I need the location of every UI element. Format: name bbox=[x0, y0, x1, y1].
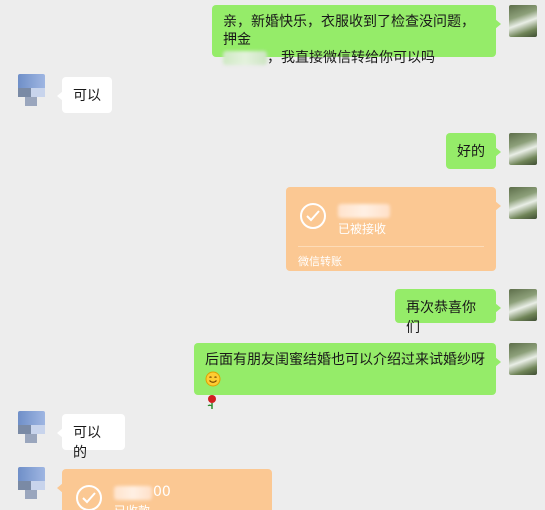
message-text: 再次恭喜你们 bbox=[406, 300, 476, 336]
message-bubble-received[interactable]: 可以的 bbox=[57, 414, 125, 461]
my-avatar[interactable] bbox=[509, 133, 537, 165]
contact-avatar[interactable] bbox=[17, 73, 45, 106]
redacted-amount bbox=[338, 204, 390, 218]
transfer-status: 已被接收 bbox=[338, 222, 387, 236]
message-text: 好的 bbox=[457, 144, 485, 160]
check-circle-icon bbox=[300, 203, 326, 229]
message-text: 后面有朋友闺蜜结婚也可以介绍过来试婚纱呀 bbox=[205, 352, 485, 368]
rose-emoji-icon bbox=[205, 394, 219, 416]
redacted-amount bbox=[223, 51, 267, 65]
message-bubble-sent[interactable]: 好的 bbox=[446, 133, 501, 169]
smile-emoji-icon bbox=[205, 371, 221, 393]
transfer-footer: 微信转账 bbox=[298, 255, 342, 268]
message-text: ，我直接微信转给你可以吗 bbox=[267, 50, 435, 66]
message-bubble-sent[interactable]: 亲，新婚快乐，衣服收到了检查没问题，押金 ，我直接微信转给你可以吗 bbox=[212, 5, 501, 66]
transfer-divider bbox=[298, 246, 484, 247]
contact-avatar[interactable] bbox=[17, 466, 45, 499]
message-bubble-received[interactable]: 可以 bbox=[57, 77, 112, 113]
my-avatar[interactable] bbox=[509, 5, 537, 37]
message-bubble-sent[interactable]: 再次恭喜你们 bbox=[395, 289, 501, 336]
transfer-card[interactable]: 已被接收 微信转账 bbox=[286, 187, 501, 271]
message-bubble-sent[interactable]: 后面有朋友闺蜜结婚也可以介绍过来试婚纱呀 bbox=[194, 343, 501, 409]
message-text: 亲，新婚快乐，衣服收到了检查没问题，押金 bbox=[223, 14, 475, 48]
message-text: 可以 bbox=[73, 88, 101, 104]
message-text: 可以的 bbox=[73, 425, 101, 461]
contact-avatar[interactable] bbox=[17, 410, 45, 443]
transfer-status: 已收款 bbox=[114, 502, 150, 510]
redacted-amount bbox=[114, 486, 152, 500]
my-avatar[interactable] bbox=[509, 343, 537, 375]
my-avatar[interactable] bbox=[509, 289, 537, 321]
check-circle-icon bbox=[76, 485, 102, 510]
my-avatar[interactable] bbox=[509, 187, 537, 219]
transfer-amount: 00 bbox=[153, 484, 171, 500]
transfer-card[interactable]: 00 已收款 bbox=[57, 469, 272, 510]
